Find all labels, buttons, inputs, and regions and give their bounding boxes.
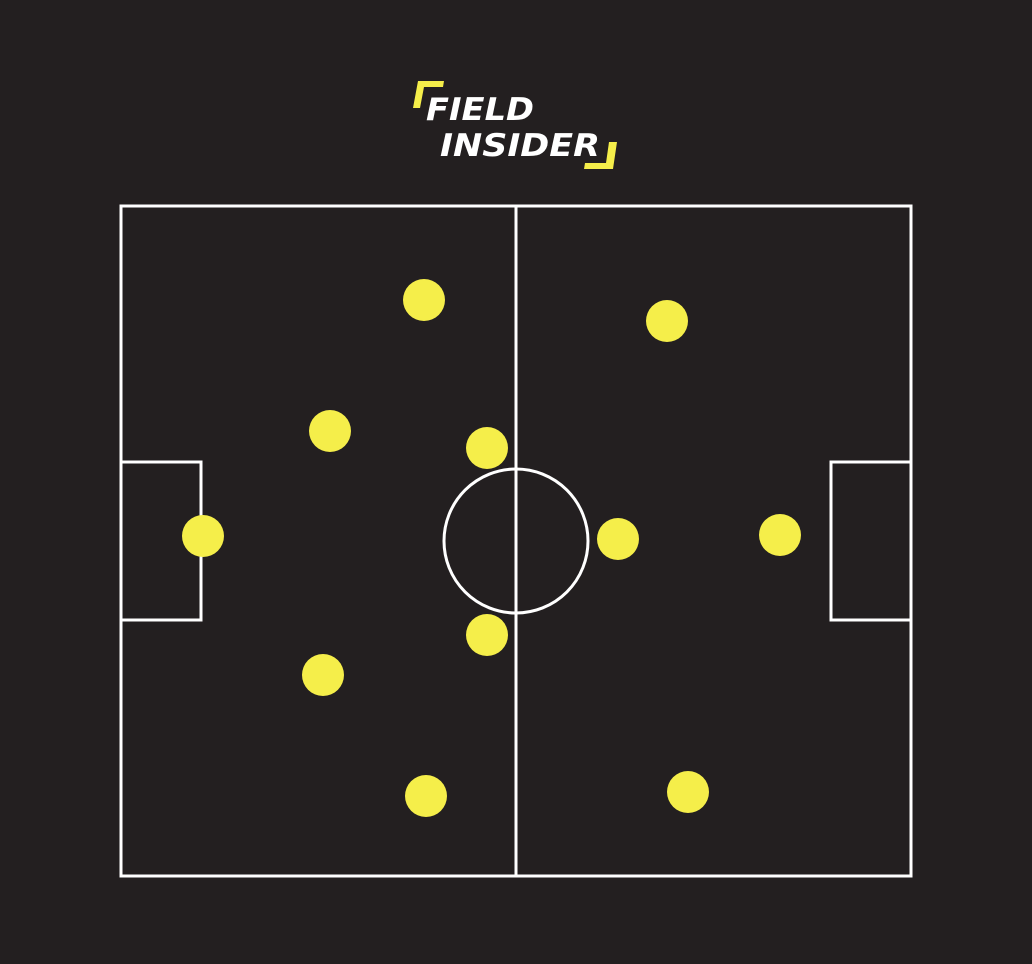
logo-bracket-bottom-right	[584, 142, 617, 169]
player-marker-left-4	[466, 614, 508, 656]
player-marker-right-4	[667, 771, 709, 813]
logo-line-insider: INSIDER	[440, 128, 600, 164]
player-marker-right-1	[646, 300, 688, 342]
player-marker-left-2	[309, 410, 351, 452]
player-marker-right-2	[597, 518, 639, 560]
player-marker-left-3	[466, 427, 508, 469]
center-circle	[442, 467, 590, 615]
field-insider-logo: FIELD INSIDER	[413, 81, 617, 169]
player-marker-left-5	[302, 654, 344, 696]
right-goal-box	[829, 460, 913, 622]
player-marker-left-1	[403, 279, 445, 321]
player-markers	[182, 279, 801, 817]
player-marker-right-3	[759, 514, 801, 556]
logo-line-field: FIELD	[426, 92, 534, 128]
player-marker-left-6	[405, 775, 447, 817]
logo-bracket-top-left	[413, 81, 444, 108]
player-marker-left-goalkeeper	[182, 515, 224, 557]
